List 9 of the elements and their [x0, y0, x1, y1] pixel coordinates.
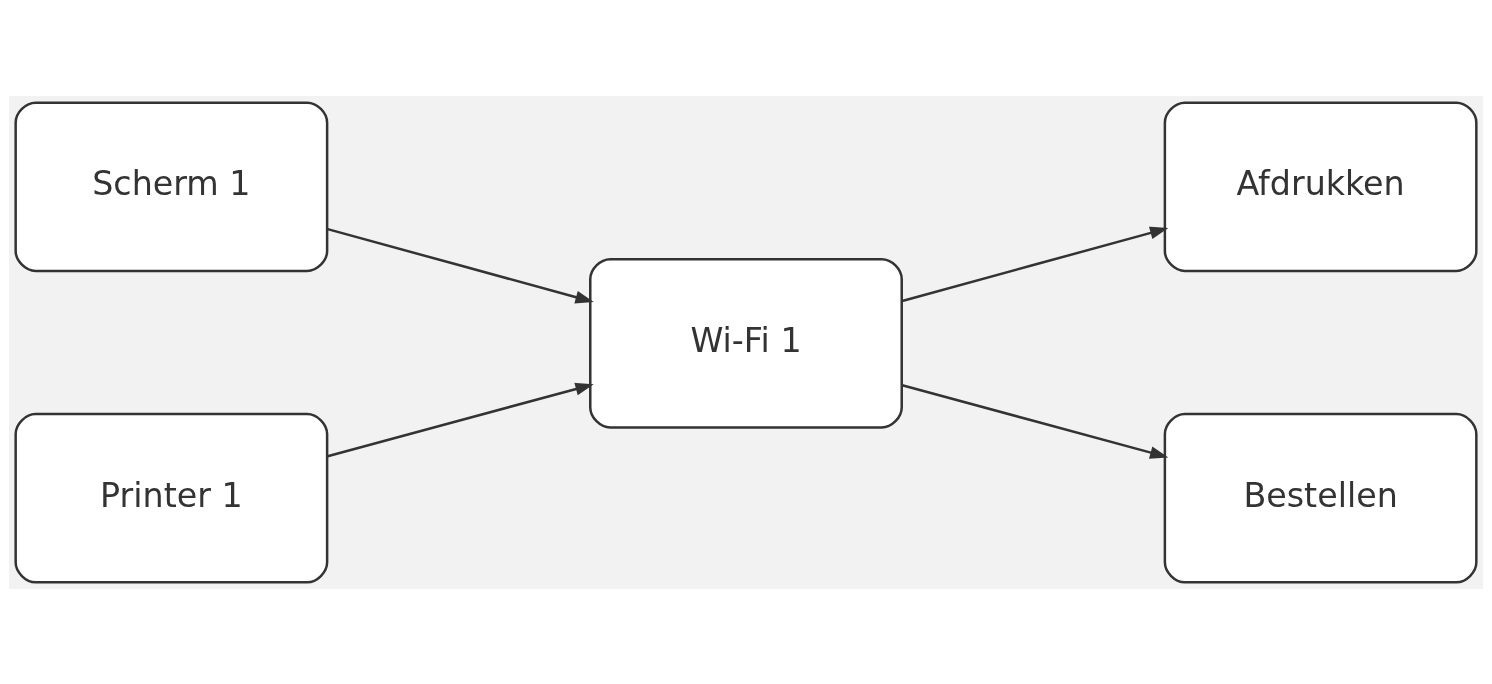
- arrow: [327, 382, 594, 457]
- node-box: Scherm 1: [14, 100, 329, 272]
- node-box: Wi-Fi 1: [589, 257, 903, 429]
- arrow: [901, 383, 1169, 459]
- arrow: [327, 227, 594, 303]
- arrow: [901, 226, 1169, 302]
- node-box: Afdrukken: [1163, 100, 1478, 272]
- node-box: Bestellen: [1163, 412, 1478, 584]
- node-box: Printer 1: [14, 412, 329, 584]
